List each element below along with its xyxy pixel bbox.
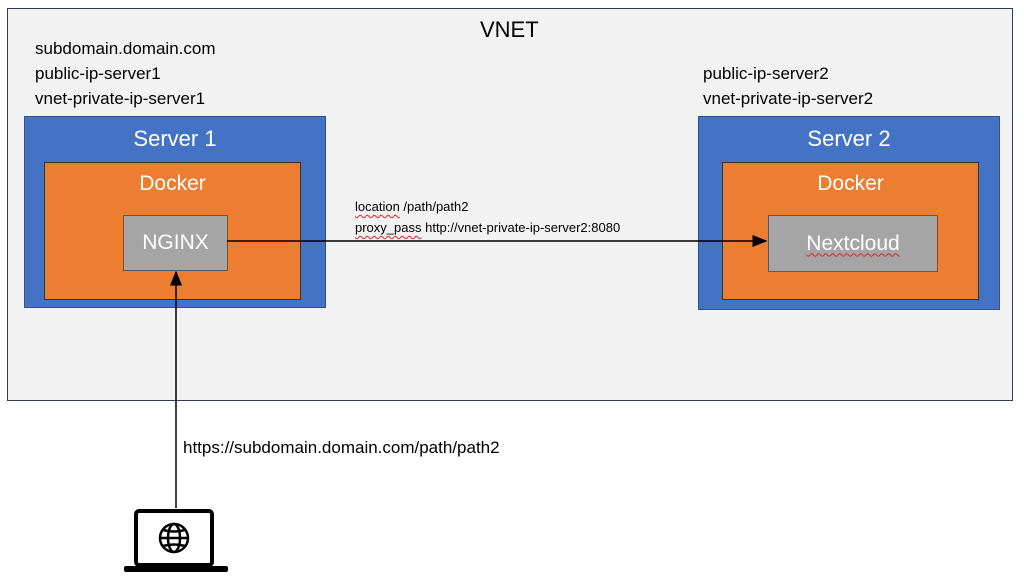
nextcloud-box: Nextcloud	[768, 215, 938, 272]
server1-public-ip: public-ip-server1	[35, 64, 161, 83]
server1-title: Server 1	[133, 126, 217, 151]
server2-docker-label: Docker	[817, 172, 884, 195]
nginx-label: NGINX	[142, 231, 209, 254]
server1-info: subdomain.domain.com public-ip-server1 v…	[35, 36, 215, 111]
proxy-target: http://vnet-private-ip-server2:8080	[421, 220, 621, 235]
server2-box: Server 2 Docker Nextcloud	[698, 116, 1000, 310]
server1-private-ip: vnet-private-ip-server1	[35, 89, 206, 108]
nextcloud-label: Nextcloud	[806, 231, 900, 255]
proxy-pass-keyword: proxy_pass	[355, 220, 422, 235]
server1-domain: subdomain.domain.com	[35, 39, 216, 58]
vnet-title: VNET	[480, 17, 539, 42]
nginx-box: NGINX	[123, 215, 228, 271]
server2-title: Server 2	[807, 126, 891, 151]
server2-docker: Docker Nextcloud	[722, 162, 979, 300]
laptop-globe-icon	[124, 509, 228, 572]
request-url: https://subdomain.domain.com/path/path2	[183, 438, 500, 457]
proxy-pass-line: proxy_pass http://vnet-private-ip-server…	[355, 217, 620, 238]
server2-public-ip: public-ip-server2	[703, 64, 829, 83]
server1-docker-label: Docker	[139, 172, 206, 195]
location-keyword: location	[355, 199, 400, 214]
server2-private-ip: vnet-private-ip-server2	[703, 89, 874, 108]
proxy-config: location /path/path2 proxy_pass http://v…	[355, 196, 620, 238]
location-line: location /path/path2	[355, 196, 620, 217]
server2-info: public-ip-server2 vnet-private-ip-server…	[703, 61, 873, 111]
location-path: /path/path2	[399, 199, 469, 214]
